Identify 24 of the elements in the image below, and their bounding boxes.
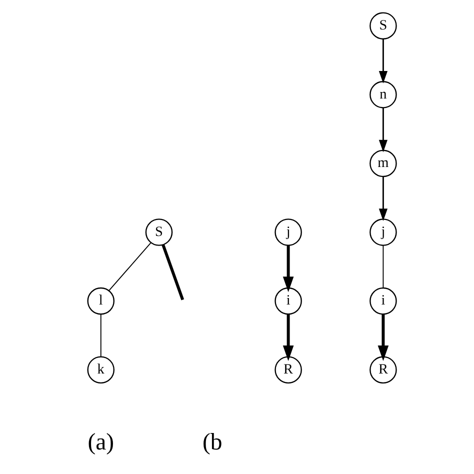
node-circle: m (370, 150, 397, 178)
node-circle: S (145, 218, 173, 246)
arrow (282, 314, 294, 361)
node-circle: k (87, 356, 115, 384)
node-circle: j (274, 218, 302, 246)
connector (162, 244, 184, 300)
node-circle: i (274, 287, 302, 315)
node-circle: R (370, 356, 397, 384)
connector (100, 314, 102, 357)
node-circle: S (370, 12, 397, 40)
arrow (378, 176, 388, 221)
node-circle: j (370, 218, 397, 246)
arrow (378, 108, 388, 152)
connector (108, 242, 152, 292)
node-circle: l (87, 287, 115, 315)
label: (a) (88, 429, 114, 456)
label: (b (202, 429, 222, 456)
arrow (378, 314, 389, 361)
node-circle: R (274, 356, 302, 384)
arrow (378, 38, 388, 84)
arrow (282, 245, 294, 292)
node-circle: i (370, 287, 397, 315)
node-circle: n (370, 81, 397, 108)
connector (382, 244, 384, 288)
